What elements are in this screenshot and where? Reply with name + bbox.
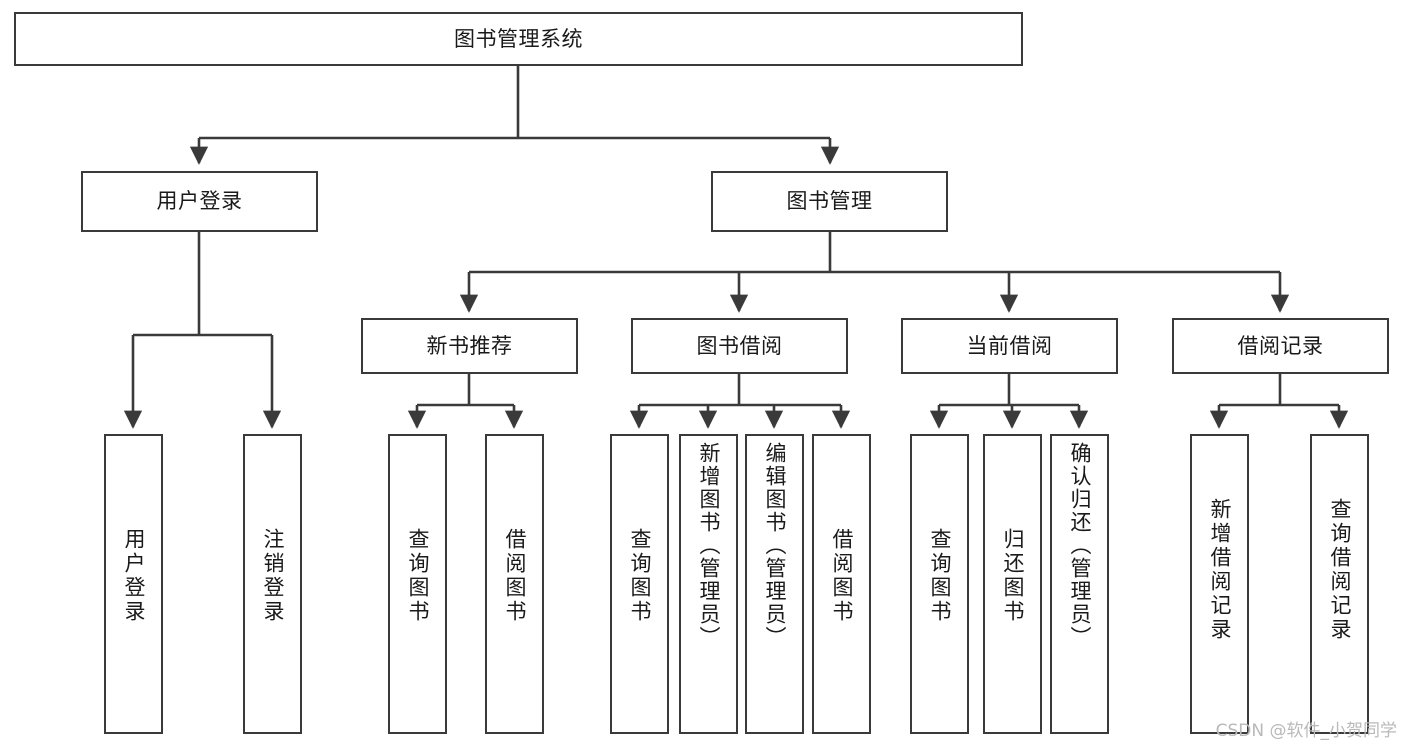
node-leaf-confirm-return[interactable]: 确认归还（管理员）	[1050, 434, 1109, 734]
node-book-borrow[interactable]: 图书借阅	[631, 318, 848, 374]
node-current-borrow-label: 当前借阅	[966, 333, 1053, 358]
node-leaf-return-book-label: 归还图书	[1001, 528, 1025, 624]
node-leaf-return-book[interactable]: 归还图书	[983, 434, 1042, 734]
node-leaf-user-logout-label: 注销登录	[261, 528, 285, 624]
node-leaf-user-login[interactable]: 用户登录	[104, 434, 163, 734]
node-leaf-edit-book-admin-label: 编辑图书（管理员）	[763, 442, 787, 649]
node-user-login[interactable]: 用户登录	[81, 171, 318, 232]
node-leaf-add-book-admin-label: 新增图书（管理员）	[697, 442, 721, 649]
node-user-login-label: 用户登录	[156, 189, 243, 214]
node-book-borrow-label: 图书借阅	[696, 333, 783, 358]
node-leaf-edit-book-admin[interactable]: 编辑图书（管理员）	[745, 434, 804, 734]
node-root-label: 图书管理系统	[454, 26, 583, 51]
node-leaf-query-borrow-record-label: 查询借阅记录	[1328, 498, 1352, 642]
node-leaf-query-book-2-label: 查询图书	[628, 528, 652, 624]
node-leaf-query-book-1[interactable]: 查询图书	[388, 434, 447, 734]
node-leaf-confirm-return-label: 确认归还（管理员）	[1068, 442, 1092, 649]
node-book-management-label: 图书管理	[786, 189, 873, 214]
node-leaf-borrow-book-1[interactable]: 借阅图书	[485, 434, 544, 734]
node-book-management[interactable]: 图书管理	[711, 171, 948, 232]
node-borrow-record[interactable]: 借阅记录	[1172, 318, 1389, 374]
node-leaf-add-borrow-record[interactable]: 新增借阅记录	[1190, 434, 1249, 734]
node-leaf-query-book-3-label: 查询图书	[928, 528, 952, 624]
node-leaf-query-book-3[interactable]: 查询图书	[910, 434, 969, 734]
node-leaf-query-book-1-label: 查询图书	[406, 528, 430, 624]
node-new-book-recommend[interactable]: 新书推荐	[361, 318, 578, 374]
node-leaf-add-borrow-record-label: 新增借阅记录	[1208, 498, 1232, 642]
node-leaf-query-book-2[interactable]: 查询图书	[610, 434, 669, 734]
node-current-borrow[interactable]: 当前借阅	[901, 318, 1118, 374]
node-leaf-borrow-book-1-label: 借阅图书	[503, 528, 527, 624]
node-leaf-add-book-admin[interactable]: 新增图书（管理员）	[679, 434, 738, 734]
node-root[interactable]: 图书管理系统	[14, 12, 1023, 66]
node-leaf-user-logout[interactable]: 注销登录	[243, 434, 302, 734]
node-leaf-user-login-label: 用户登录	[122, 528, 146, 624]
node-borrow-record-label: 借阅记录	[1237, 333, 1324, 358]
node-leaf-borrow-book-2[interactable]: 借阅图书	[812, 434, 871, 734]
node-new-book-recommend-label: 新书推荐	[426, 333, 513, 358]
node-leaf-query-borrow-record[interactable]: 查询借阅记录	[1310, 434, 1369, 734]
watermark-text: CSDN @软件_小贺同学	[1215, 721, 1397, 741]
node-leaf-borrow-book-2-label: 借阅图书	[830, 528, 854, 624]
